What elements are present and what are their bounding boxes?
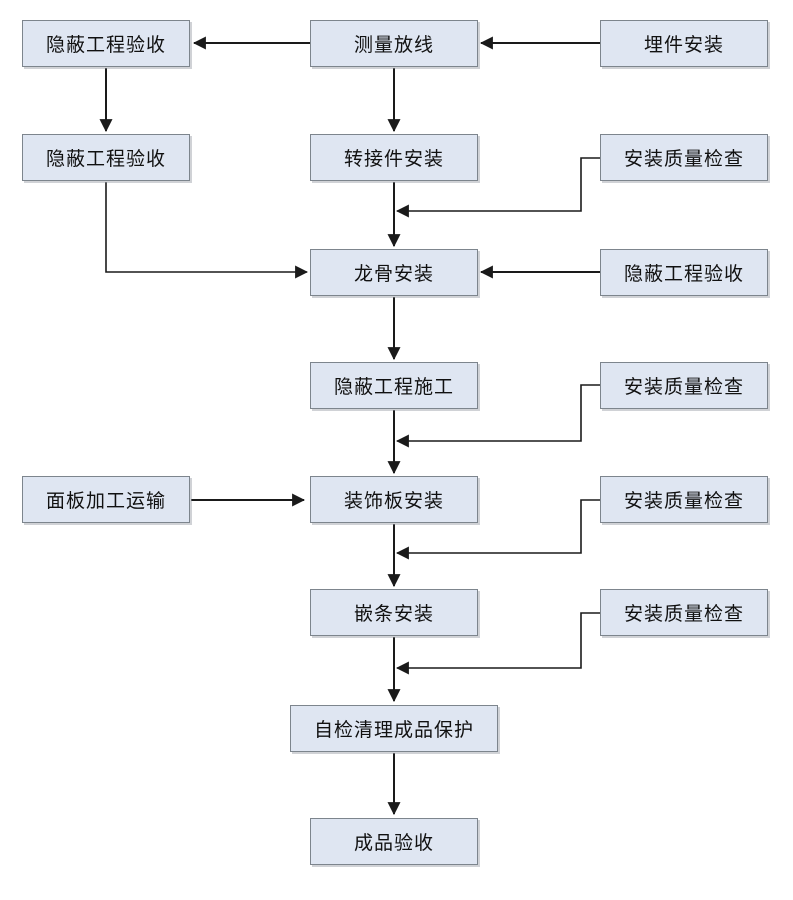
node-hidden-works-construction: 隐蔽工程施工 — [310, 362, 478, 409]
node-hidden-works-acceptance-3: 隐蔽工程验收 — [600, 249, 768, 296]
node-self-check-cleanup-protection: 自检清理成品保护 — [290, 705, 498, 752]
arrow-quality-check-2-feedback — [395, 384, 600, 448]
node-hidden-works-acceptance-2: 隐蔽工程验收 — [22, 134, 190, 181]
arrow-quality-check-1-feedback — [395, 157, 600, 218]
node-keel-install: 龙骨安装 — [310, 249, 478, 296]
node-decorative-panel-install: 装饰板安装 — [310, 476, 478, 523]
node-hidden-works-acceptance-1: 隐蔽工程验收 — [22, 20, 190, 67]
node-install-quality-check-2: 安装质量检查 — [600, 362, 768, 409]
node-install-quality-check-4: 安装质量检查 — [600, 589, 768, 636]
node-measure-setting-out: 测量放线 — [310, 20, 478, 67]
arrow-hidden-acceptance-2-to-keel — [105, 182, 309, 279]
node-panel-processing-transport: 面板加工运输 — [22, 476, 190, 523]
node-install-quality-check-3: 安装质量检查 — [600, 476, 768, 523]
node-adapter-install: 转接件安装 — [310, 134, 478, 181]
arrow-quality-check-3-feedback — [395, 499, 600, 560]
node-install-quality-check-1: 安装质量检查 — [600, 134, 768, 181]
arrow-quality-check-4-feedback — [395, 612, 600, 675]
node-finished-product-acceptance: 成品验收 — [310, 818, 478, 865]
node-embedded-parts-install: 埋件安装 — [600, 20, 768, 67]
node-trim-strip-install: 嵌条安装 — [310, 589, 478, 636]
